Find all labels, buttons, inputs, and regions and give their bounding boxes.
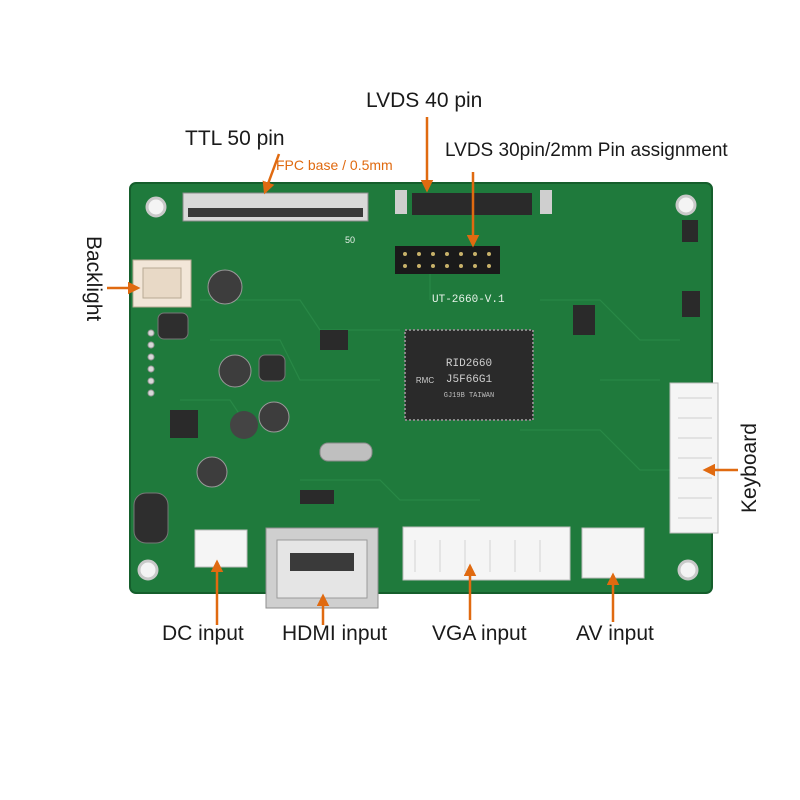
label-vga-input: VGA input (432, 622, 527, 645)
vga-connector (402, 526, 571, 581)
label-lvds30: LVDS 30pin/2mm Pin assignment (445, 140, 728, 161)
label-keyboard: Keyboard (738, 423, 761, 513)
label-ttl50: TTL 50 pin (185, 127, 285, 150)
label-lvds40: LVDS 40 pin (366, 89, 483, 112)
dc-connector (194, 529, 248, 568)
side-header (147, 329, 155, 397)
label-av-input: AV input (576, 622, 654, 645)
crystal (319, 442, 373, 462)
pcb-traces (180, 260, 680, 501)
label-fpc-base: FPC base / 0.5mm (276, 157, 393, 173)
inductors (133, 312, 286, 544)
av-connector (581, 527, 645, 579)
chip-text-3: GJ19B TAIWAN (444, 392, 494, 400)
label-hdmi-input: HDMI input (282, 622, 388, 645)
label-backlight: Backlight (82, 236, 105, 322)
board-model: UT-2660-V.1 (432, 294, 505, 306)
mounting-holes (137, 194, 699, 581)
main-chip (404, 329, 534, 421)
chip-text-1: RID2660 (446, 358, 492, 370)
label-dc-input: DC input (162, 622, 244, 645)
connector-pin-mark: 50 (345, 235, 355, 245)
pointer-arrows (107, 117, 738, 625)
lvds30-header (395, 246, 500, 274)
chip-logo: RMC (416, 376, 434, 385)
capacitors (196, 269, 290, 488)
chip-text-2: J5F66G1 (446, 374, 493, 386)
small-ics (170, 220, 700, 504)
